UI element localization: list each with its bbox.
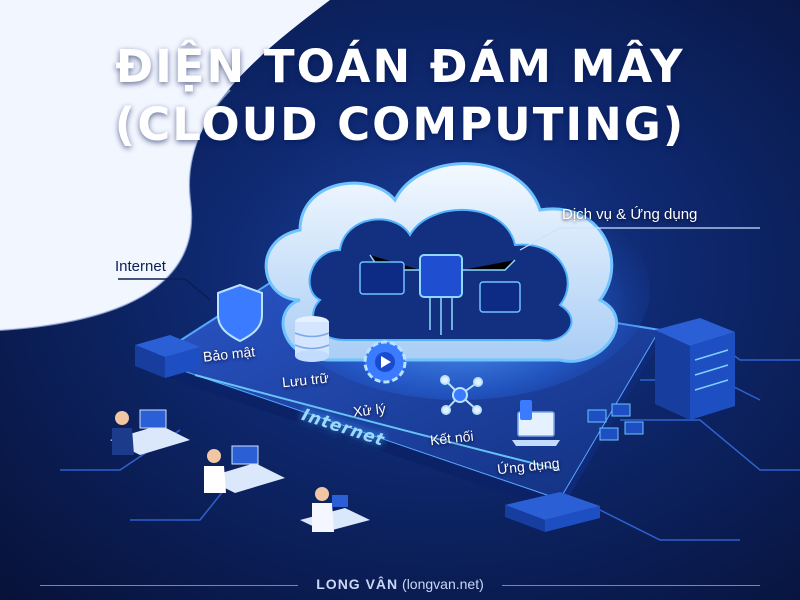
gear-icon [363, 340, 407, 384]
workstation-3-icon [300, 487, 370, 532]
server-bottom-icon [505, 492, 600, 532]
page-title-line1: ĐIỆN TOÁN ĐÁM MÂY [115, 40, 685, 93]
service-label-processing: Xử lý [352, 400, 387, 420]
workstation-2-icon [204, 445, 285, 493]
shield-icon [217, 283, 263, 343]
server-right-icon [655, 318, 735, 420]
internet-label: Internet [115, 258, 166, 275]
internet-callout-line [118, 278, 211, 301]
database-icon [294, 316, 330, 362]
footer-divider-left [40, 585, 298, 586]
small-device-icons [587, 403, 644, 441]
server-left-icon [135, 335, 200, 378]
laptop-icon [512, 400, 560, 446]
workstation-1-icon [110, 409, 190, 455]
white-swoosh [0, 0, 330, 330]
footer-site: (longvan.net) [402, 576, 484, 592]
page-title-line2: (CLOUD COMPUTING) [114, 98, 686, 151]
footer: LONG VÂN (longvan.net) [0, 576, 800, 592]
network-icon [440, 375, 483, 415]
footer-divider-right [502, 585, 760, 586]
chip-icon [419, 254, 463, 298]
services-apps-label: Dịch vụ & Ứng dụng [562, 206, 698, 223]
footer-brand: LONG VÂN [316, 576, 399, 592]
